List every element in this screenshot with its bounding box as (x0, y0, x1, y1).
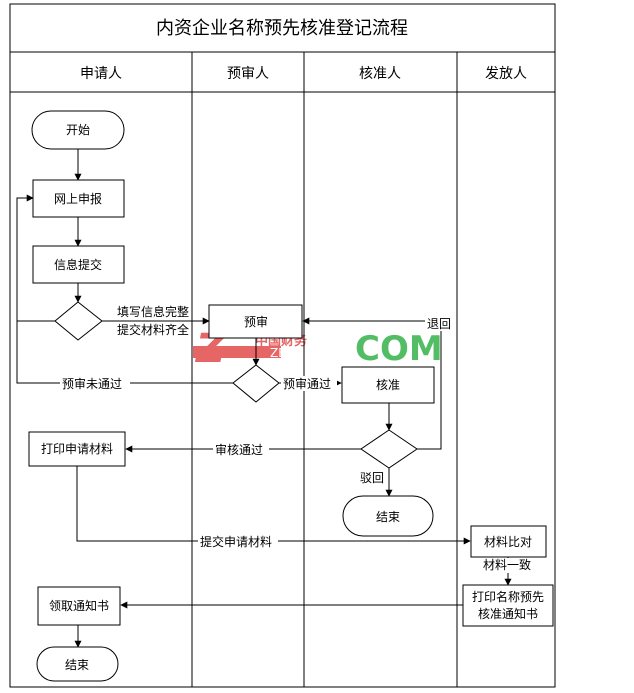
print-notice-label-2: 核准通知书 (478, 607, 538, 621)
lane-issuer: 发放人 (485, 66, 527, 82)
swimlane-frame (9, 3, 556, 688)
end-final-label: 结束 (65, 658, 89, 672)
approve-label: 核准 (376, 378, 400, 392)
material-compare-node (470, 525, 547, 558)
decision-approve (360, 429, 418, 469)
print-application-label: 打印申请材料 (41, 442, 113, 456)
end-final-node (36, 646, 119, 682)
edge-label-pre-failed: 预审未通过 (62, 376, 122, 391)
edge-label-complete-2: 提交材料齐全 (117, 322, 189, 337)
decision-complete (54, 301, 103, 341)
end-mid-node (342, 495, 434, 537)
print-application-node (28, 431, 126, 467)
start-node (31, 110, 125, 150)
decision-pre-review (232, 364, 280, 403)
edge-label-rejected: 驳回 (360, 471, 384, 485)
page-title: 内资企业名称预先核准登记流程 (156, 18, 408, 39)
edge-label-submit-materials: 提交申请材料 (200, 534, 272, 549)
watermark-site: ZEKV (270, 346, 303, 360)
print-notice-label-1: 打印名称预先 (472, 589, 544, 604)
start-label: 开始 (66, 123, 90, 137)
receive-notice-label: 领取通知书 (49, 599, 109, 613)
edge-label-return: 退回 (427, 317, 451, 331)
lane-applicant: 申请人 (80, 66, 122, 82)
info-submit-label: 信息提交 (54, 257, 102, 272)
edge-label-complete-1: 填写信息完整 (117, 304, 189, 319)
online-apply-node (32, 179, 125, 218)
end-mid-label: 结束 (376, 510, 400, 524)
edge-labels: 填写信息完整 提交材料齐全 退回 预审未通过 预审通过 审核通过 驳回 提交申请… (60, 304, 533, 573)
edge-label-pre-passed: 预审通过 (283, 376, 331, 391)
watermark-bar (193, 346, 281, 358)
lane-approver: 核准人 (359, 66, 401, 82)
info-submit-node (32, 245, 125, 284)
approve-node (341, 366, 435, 404)
node-labels: 开始 网上申报 信息提交 预审 核准 打印申请材料 结束 材料比对 打印名称预先… (41, 123, 544, 672)
print-notice-node (462, 584, 554, 627)
edge-label-materials-match: 材料一致 (483, 558, 531, 572)
pre-review-node (208, 304, 303, 339)
nodes (28, 110, 554, 682)
lane-pre-reviewer: 预审人 (227, 66, 269, 82)
watermark-com: COM (355, 329, 443, 369)
online-apply-label: 网上申报 (54, 191, 102, 206)
material-compare-label: 材料比对 (484, 535, 532, 549)
pre-review-label: 预审 (244, 314, 268, 329)
edge-label-review-passed: 审核通过 (215, 442, 263, 457)
receive-notice-node (37, 586, 121, 626)
